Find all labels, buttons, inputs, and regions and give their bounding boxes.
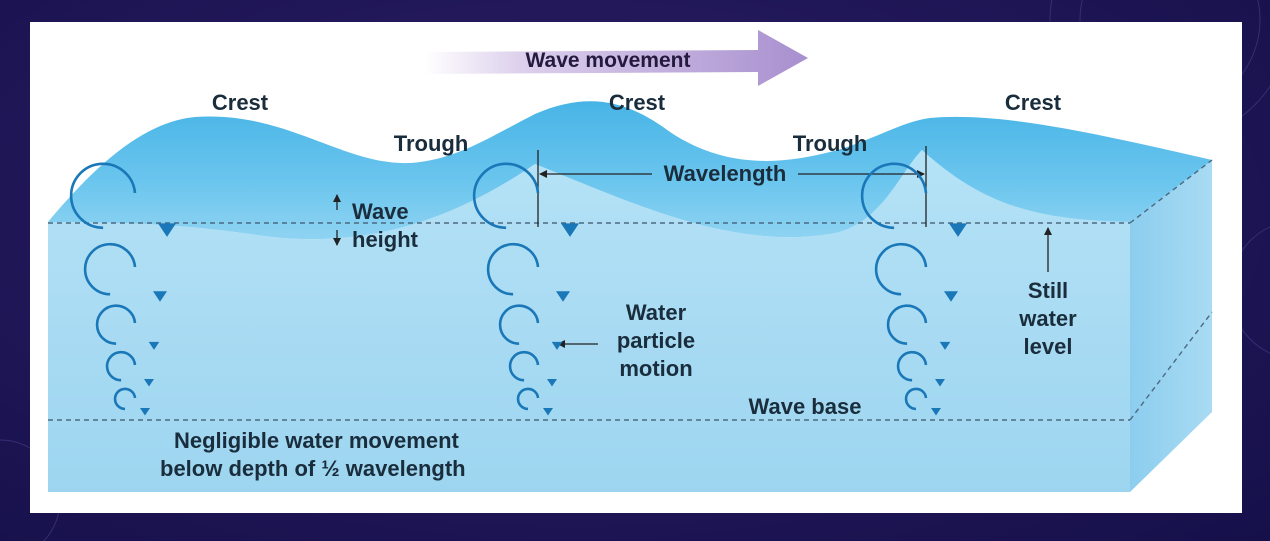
wave-base-label: Wave base (749, 394, 862, 419)
particle-orbits (69, 162, 967, 416)
water-side-face (1130, 160, 1212, 492)
orbit-circle (69, 162, 137, 230)
orbit-circle (860, 162, 928, 230)
orbit-arrowhead (144, 379, 154, 387)
wave-diagram: Wave movement Crest Crest Crest Trough T… (48, 30, 1213, 492)
crest-label-left: Crest (212, 90, 269, 115)
trough-label-left: Trough (394, 131, 469, 156)
water-particle-label-line3: motion (619, 356, 692, 381)
orbit-arrowhead (543, 408, 553, 416)
orbit-arrowhead (140, 408, 150, 416)
orbit-circle (498, 304, 540, 345)
wave-movement-arrow (425, 30, 808, 86)
negligible-movement-line2: below depth of ½ wavelength (160, 456, 466, 481)
still-water-label-line3: level (1024, 334, 1073, 359)
water-particle-label-line2: particle (617, 328, 695, 353)
orbit-circle (508, 350, 540, 382)
still-water-label-line2: water (1018, 306, 1077, 331)
wave-base-line-side (1129, 311, 1213, 421)
orbit-arrowhead (148, 341, 160, 350)
still-water-label-line1: Still (1028, 278, 1068, 303)
orbit-circle (113, 387, 137, 411)
orbit-arrowhead (949, 223, 967, 237)
crest-label-right: Crest (1005, 90, 1062, 115)
orbit-circle (886, 304, 928, 345)
orbit-arrowhead (556, 291, 570, 302)
orbit-arrowhead (944, 291, 958, 302)
orbit-circle (95, 304, 137, 345)
orbit-arrowhead (931, 408, 941, 416)
orbit-circle (472, 162, 540, 230)
wavelength-label: Wavelength (664, 161, 787, 186)
wave-height-label-line2: height (352, 227, 419, 252)
water-surface (48, 101, 1212, 240)
orbit-circle (83, 242, 137, 296)
orbit-circle (896, 350, 928, 382)
wave-movement-label: Wave movement (526, 49, 691, 72)
orbit-arrowhead (561, 223, 579, 237)
orbit-circle (904, 387, 928, 411)
orbit-arrowhead (939, 341, 951, 350)
orbit-arrowhead (935, 379, 945, 387)
orbit-arrowhead (158, 223, 176, 237)
orbit-circle (516, 387, 540, 411)
orbit-arrowhead (551, 341, 563, 350)
orbit-circle (105, 350, 137, 382)
trough-label-right: Trough (793, 131, 868, 156)
orbit-arrowhead (153, 291, 167, 302)
wave-height-label-line1: Wave (352, 199, 409, 224)
water-front-face (48, 150, 1212, 492)
water-particle-label-line1: Water (626, 300, 687, 325)
negligible-movement-line1: Negligible water movement (174, 428, 460, 453)
wave-diagram-card: Wave movement Crest Crest Crest Trough T… (30, 22, 1242, 513)
orbit-circle (486, 242, 540, 296)
crest-label-center: Crest (609, 90, 666, 115)
orbit-arrowhead (547, 379, 557, 387)
orbit-circle (874, 242, 928, 296)
